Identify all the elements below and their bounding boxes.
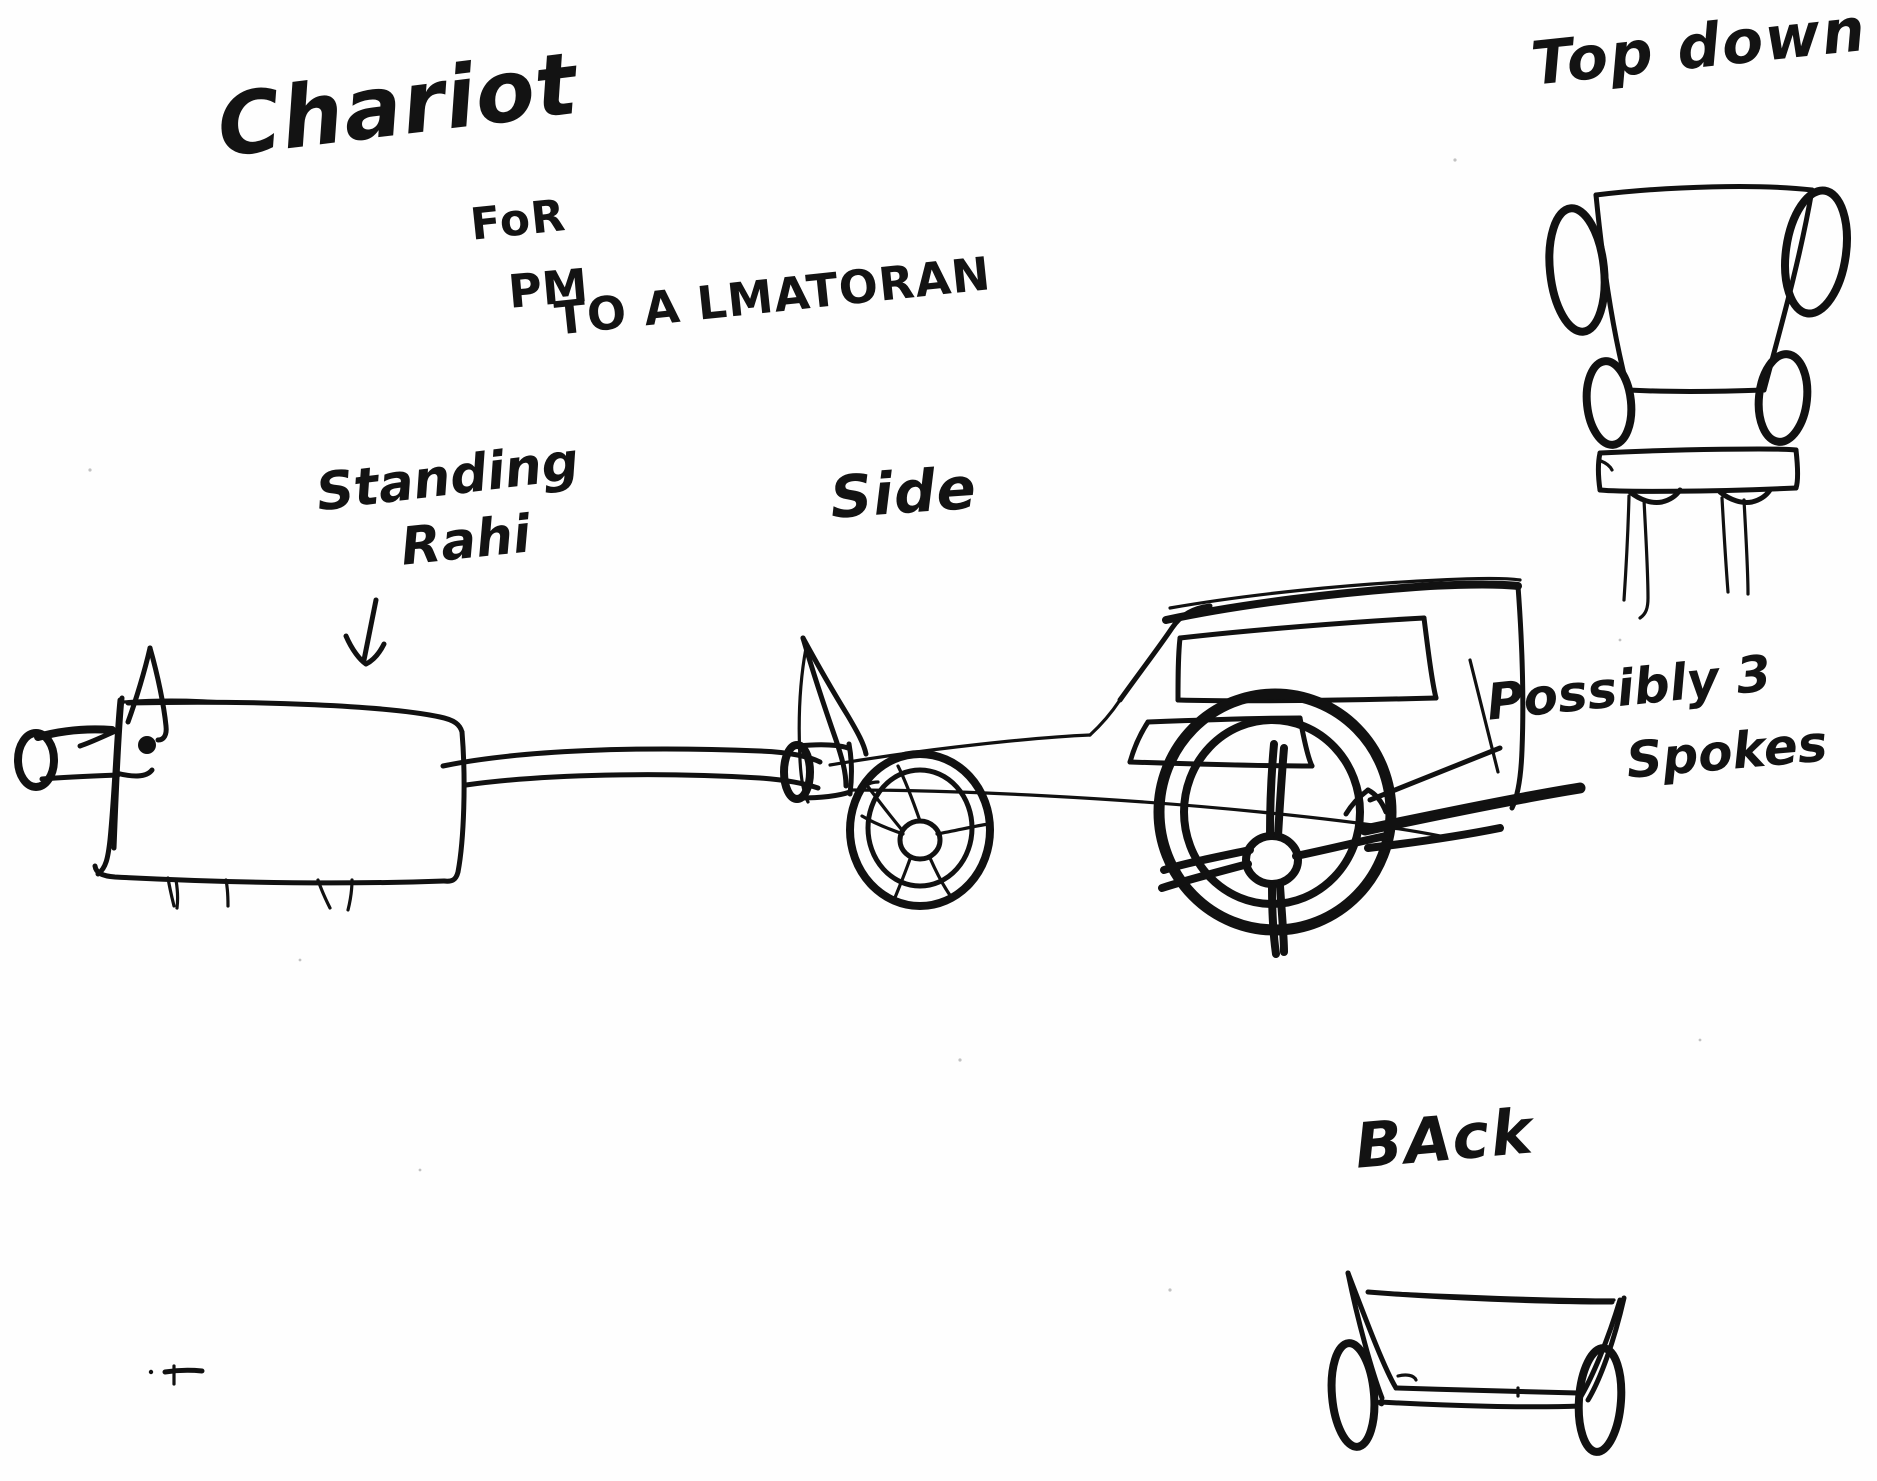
view-label-back: BAck [1352,1094,1538,1183]
top-down-view [1545,184,1851,620]
back-wheel-right [1574,1344,1626,1456]
spokes-callout-leader [1343,745,1503,817]
topdown-wheel-rear-right [1754,350,1812,446]
paper-speckles [88,158,1702,1292]
stray-mark [148,1364,205,1386]
rear-wheel-hub [1242,832,1302,888]
rear-large-wheel [1153,688,1397,958]
topdown-wheel-rear-left [1582,357,1636,449]
standing-rahi-beast [14,645,467,912]
rahi-eye-icon [138,736,156,754]
back-wheel-left [1327,1339,1379,1451]
rear-axle-line [1359,782,1586,836]
topdown-wheel-front-left [1545,204,1609,336]
rear-axle-line-2 [1364,824,1504,852]
draft-pole [440,746,823,791]
title-for-word: FoR [468,190,569,251]
view-label-side: Side [828,453,979,532]
rahi-callout-arrow [343,597,387,667]
topdown-wheel-front-right [1781,186,1851,318]
front-small-wheel [846,750,994,910]
front-wheel-hub [897,818,943,862]
back-view [1327,1270,1627,1456]
